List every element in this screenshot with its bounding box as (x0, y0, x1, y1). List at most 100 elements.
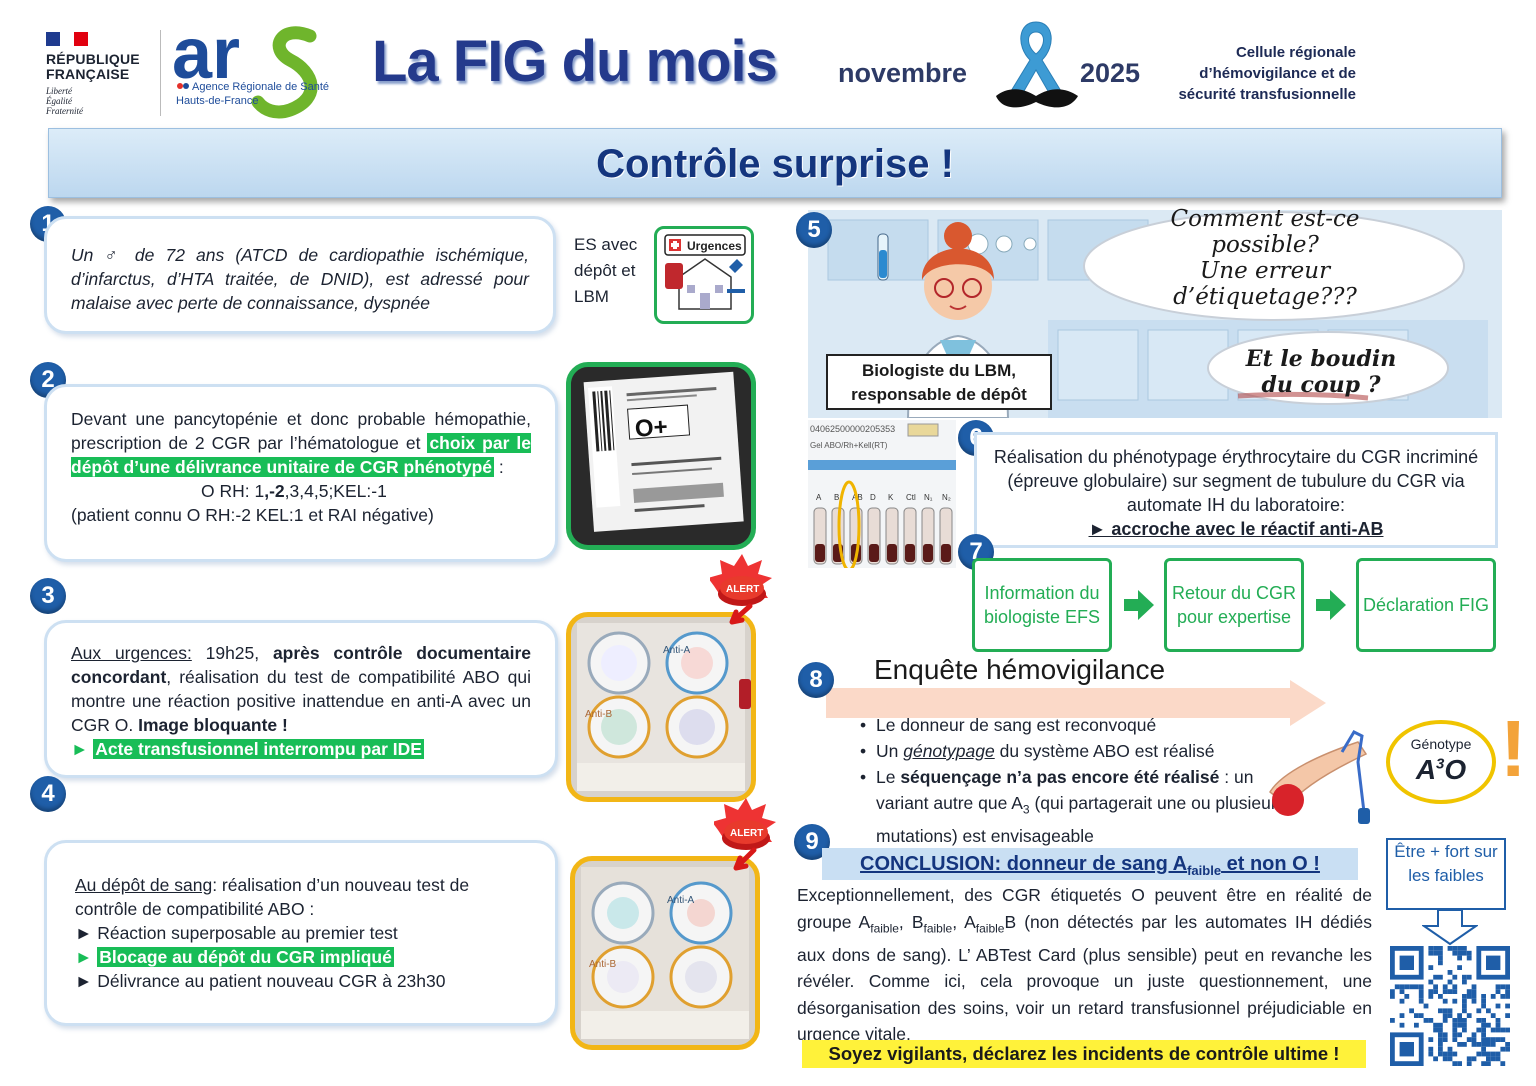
svg-text:Anti-A: Anti-A (667, 895, 695, 906)
svg-text:ar: ar (172, 16, 240, 94)
step-6-card: Réalisation du phénotypage érythrocytair… (974, 432, 1498, 548)
step-6-result: ► accroche avec le réactif anti-AB (1088, 519, 1384, 539)
qr-module (1486, 1008, 1491, 1014)
qr-module (1438, 950, 1443, 956)
alert-button-icon: ALERT (714, 798, 776, 871)
qr-finder (1486, 955, 1501, 970)
qr-module (1442, 1056, 1448, 1062)
qr-module (1471, 1037, 1477, 1042)
qr-module (1452, 984, 1458, 990)
qr-module (1428, 989, 1434, 994)
qr-module (1433, 946, 1438, 951)
qr-module (1471, 998, 1477, 1004)
qr-module (1466, 950, 1472, 956)
list-item: Le donneur de sang est reconvoqué (860, 712, 1290, 738)
qr-finder (1399, 955, 1414, 970)
qr-module (1486, 1061, 1491, 1066)
qr-module (1471, 984, 1477, 990)
alert-button-icon: ALERT (710, 554, 772, 625)
qr-module (1414, 1013, 1419, 1018)
qr-module (1433, 1022, 1438, 1028)
step-1-side-text: ES avec dépôt et LBM (574, 235, 638, 306)
qr-module (1500, 994, 1506, 999)
list-item: Un génotypage du système ABO est réalisé (860, 738, 1290, 764)
qr-module (1452, 1032, 1458, 1038)
qr-module (1476, 1018, 1482, 1023)
qr-module (1471, 989, 1477, 994)
qr-module (1495, 984, 1501, 990)
svg-text:ALERT: ALERT (726, 584, 759, 595)
qr-module (1447, 989, 1453, 994)
qr-module (1505, 1013, 1510, 1018)
qr-module (1452, 1018, 1458, 1023)
qr-module (1505, 1003, 1510, 1009)
qr-module (1452, 1061, 1458, 1066)
qr-module (1481, 1032, 1486, 1038)
conclusion-heading: CONCLUSION: donneur de sang Afaible et n… (822, 848, 1358, 880)
svg-text:O+: O+ (634, 413, 668, 442)
page-title: Contrôle surprise ! (596, 142, 954, 186)
qr-module (1462, 946, 1467, 951)
qr-module (1438, 1022, 1443, 1028)
qr-module (1404, 994, 1410, 999)
qr-module (1438, 960, 1443, 966)
qr-module (1418, 994, 1424, 999)
qr-module (1481, 1051, 1486, 1057)
qr-module (1438, 1037, 1443, 1042)
qr-module (1442, 989, 1448, 994)
qr-module (1486, 1022, 1491, 1028)
qr-module (1495, 1037, 1501, 1042)
rf-title: RÉPUBLIQUE FRANÇAISE (46, 51, 140, 82)
qr-module (1399, 1013, 1405, 1018)
qr-module (1481, 998, 1486, 1004)
qr-code[interactable] (1390, 946, 1510, 1066)
qr-module (1428, 994, 1434, 999)
blue-ribbon-moustache-icon (996, 21, 1078, 108)
qr-module (1495, 1003, 1501, 1009)
step-1-card: Un ♂ de 72 ans (ATCD de cardiopathie isc… (44, 216, 556, 334)
qr-module (1457, 955, 1462, 961)
gel-pellet (869, 544, 879, 562)
qr-module (1486, 1037, 1491, 1042)
qr-module (1399, 984, 1405, 990)
qr-module (1438, 1042, 1443, 1047)
qr-module (1505, 1027, 1510, 1033)
qr-module (1466, 974, 1472, 980)
qr-module (1466, 994, 1472, 999)
qr-module (1452, 974, 1458, 980)
qr-module (1481, 1042, 1486, 1047)
qr-module (1423, 1003, 1429, 1009)
step-2-text: Devant une pancytopénie et donc probable… (71, 409, 531, 477)
svg-text:04062500000205353: 04062500000205353 (810, 424, 895, 434)
qr-module (1486, 1042, 1491, 1047)
hospital-lab-icon: Urgences (654, 226, 754, 324)
qr-module (1452, 1027, 1458, 1033)
qr-module (1471, 1056, 1477, 1062)
qr-module (1452, 1051, 1458, 1057)
qr-module (1428, 1018, 1434, 1023)
qr-module (1447, 1056, 1453, 1062)
flow-arrow-icon (1124, 590, 1154, 620)
qr-module (1471, 1042, 1477, 1047)
qr-module (1438, 955, 1443, 961)
flow-step-information: Information du biologiste EFS (972, 558, 1112, 652)
qr-module (1390, 989, 1395, 994)
qr-module (1490, 1037, 1496, 1042)
qr-module (1462, 950, 1467, 956)
step-4-item: ► Réaction superposable au premier test (75, 923, 398, 943)
qr-module (1418, 1013, 1424, 1018)
step-4-item: ► Blocage au dépôt du CGR impliqué (75, 947, 394, 967)
gel-column-label: K (888, 493, 894, 502)
qr-module (1447, 1013, 1453, 1018)
qr-module (1495, 1022, 1501, 1028)
qr-module (1457, 950, 1462, 956)
qr-module (1495, 1051, 1501, 1057)
qr-module (1500, 1037, 1506, 1042)
qr-module (1394, 984, 1400, 990)
qr-module (1505, 989, 1510, 994)
qr-module (1428, 965, 1434, 970)
qr-module (1390, 1018, 1395, 1023)
